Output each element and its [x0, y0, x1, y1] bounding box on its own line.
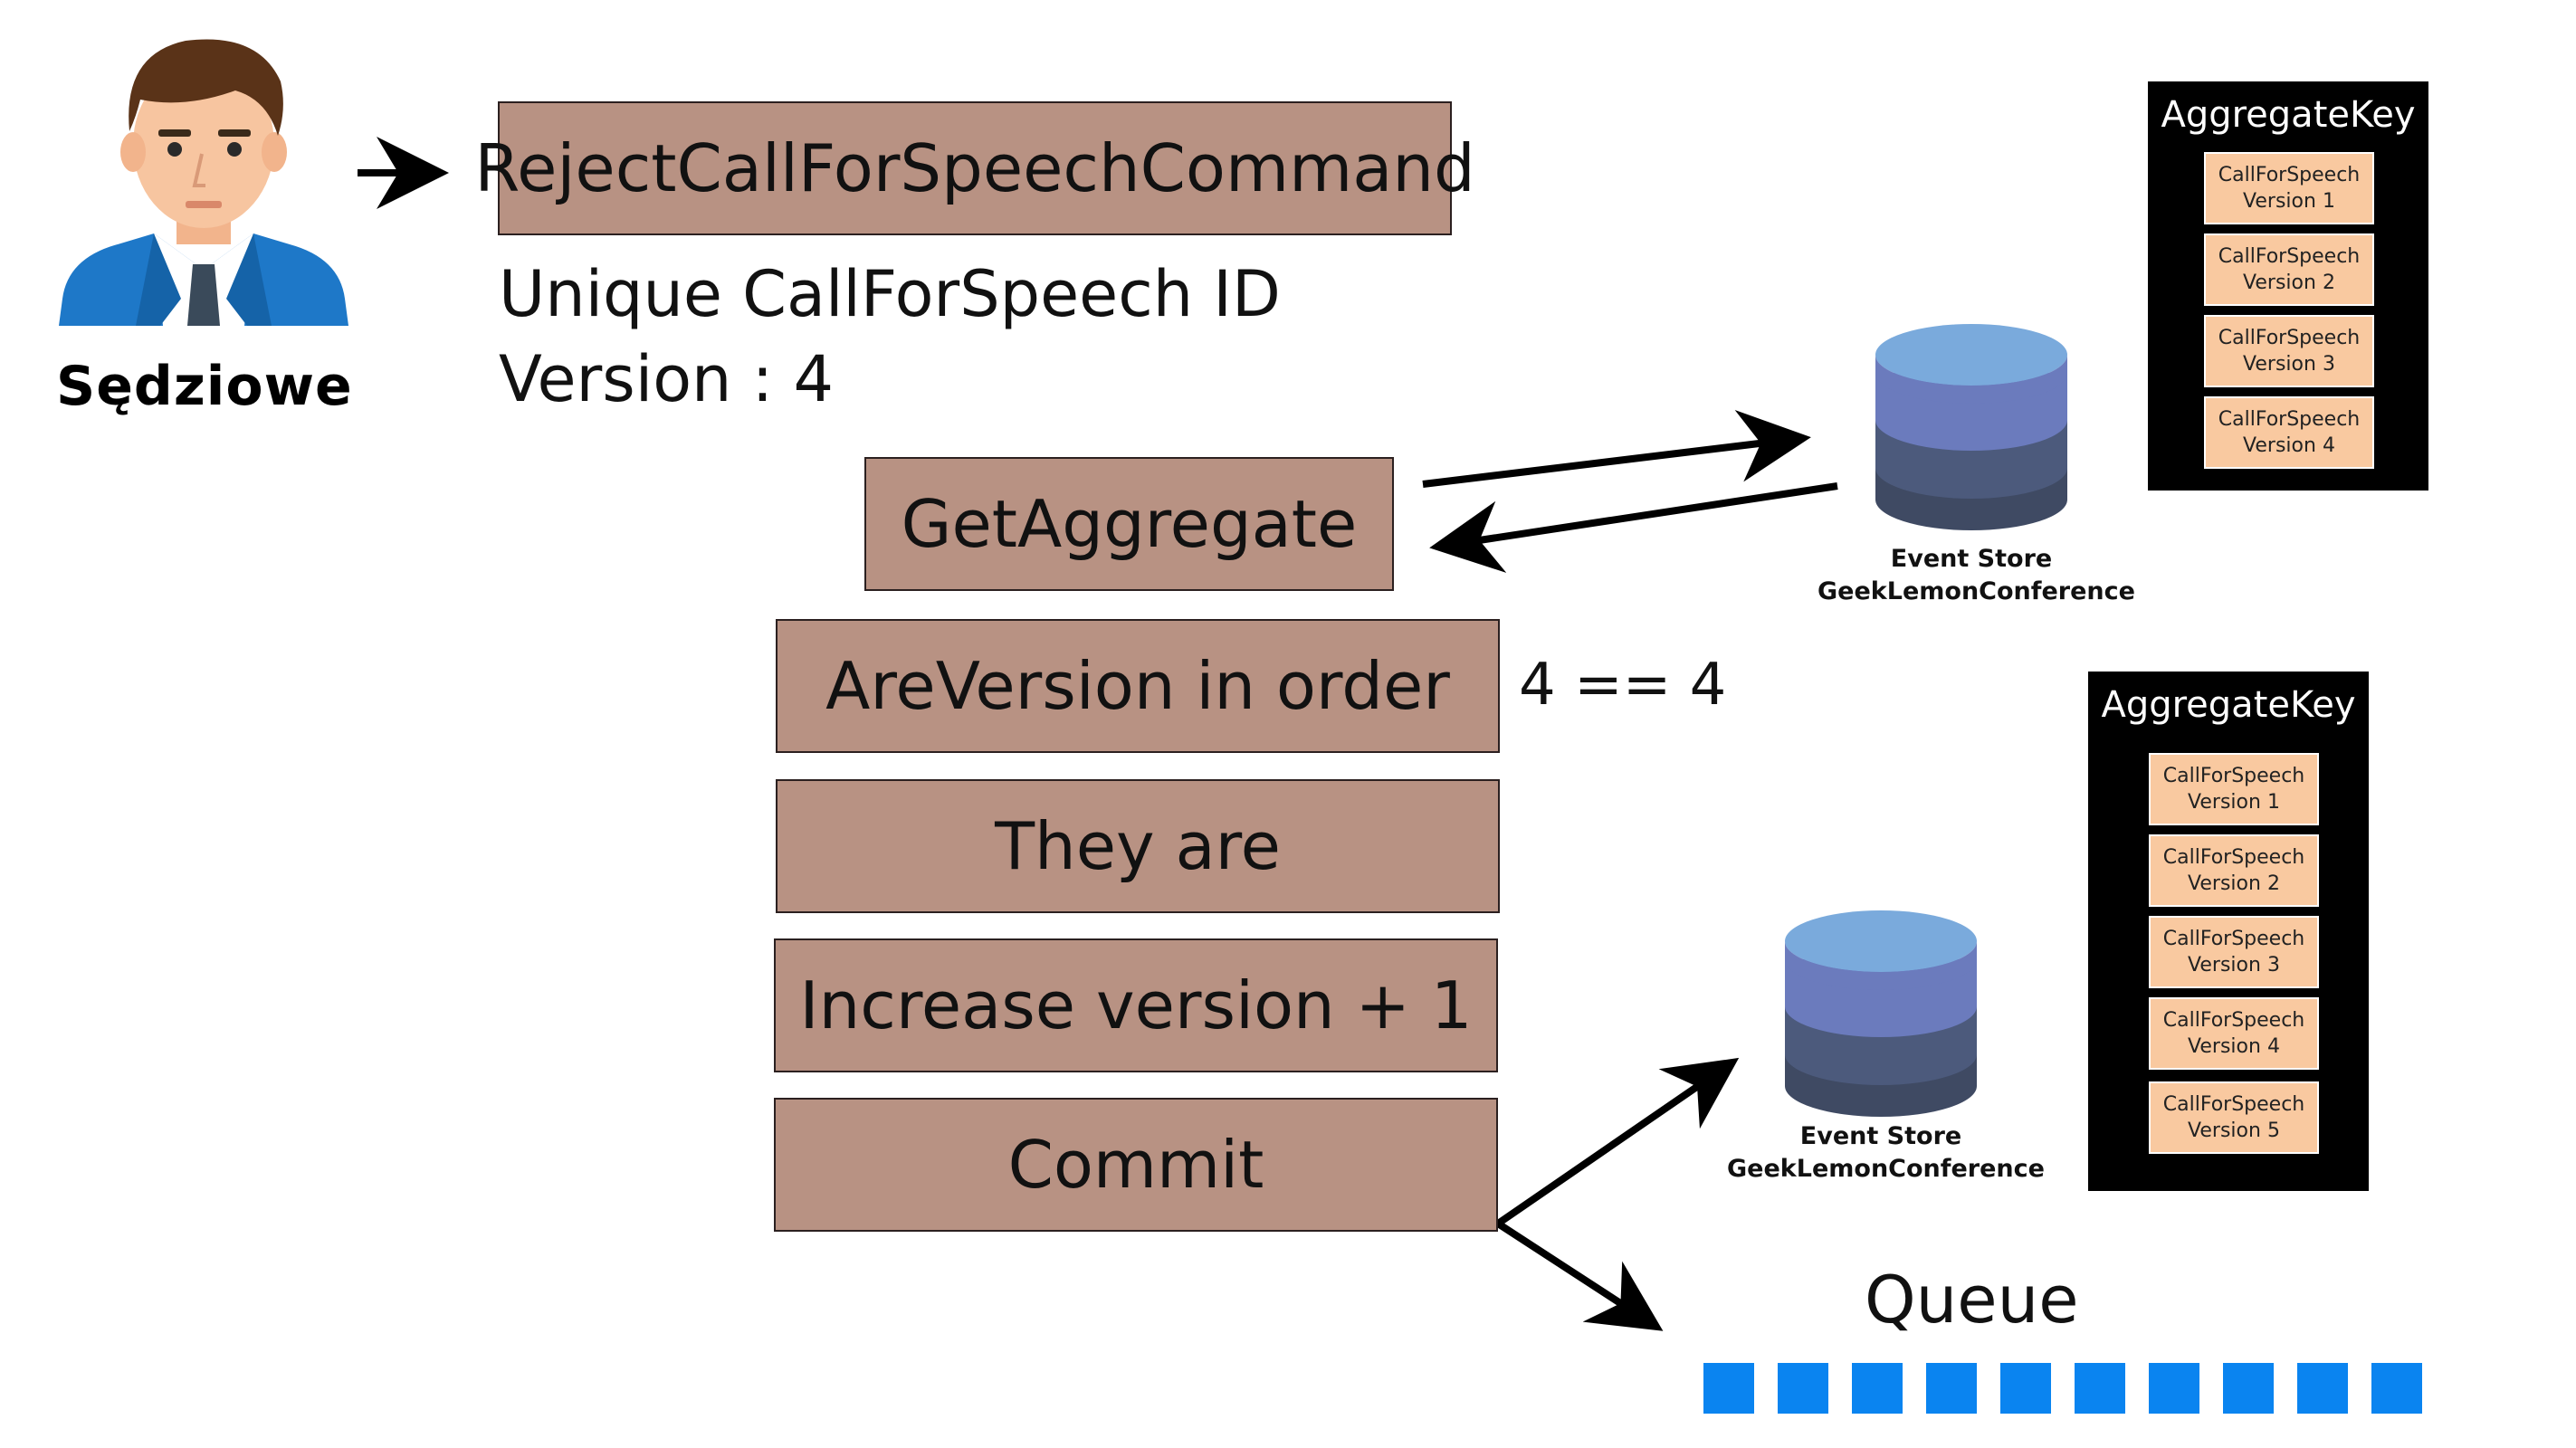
version-name: CallForSpeech: [2218, 245, 2361, 268]
version-number: Version 4: [2188, 1035, 2280, 1058]
event-store-bottom-title: Event Store: [1799, 1122, 1962, 1150]
command-version-text: Version : 4: [499, 342, 835, 416]
commit-arrow-to-store: [1495, 1057, 1740, 1227]
version-name: CallForSpeech: [2162, 1009, 2305, 1032]
queue-block: [1926, 1363, 1977, 1414]
queue-block: [2223, 1363, 2274, 1414]
queue-block: [1852, 1363, 1903, 1414]
event-store-top-label: Event Store GeekLemonConference: [1818, 543, 2135, 608]
queue-block: [2000, 1363, 2051, 1414]
event-store-bottom-icon: [1785, 910, 1977, 1117]
store-arrow-back: [1429, 482, 1838, 573]
get-aggregate-box: GetAggregate: [864, 457, 1394, 591]
queue-block: [2297, 1363, 2348, 1414]
commit-box: Commit: [774, 1098, 1498, 1232]
version-name: CallForSpeech: [2162, 846, 2305, 869]
version-name: CallForSpeech: [2218, 408, 2361, 431]
event-store-top-icon: [1875, 324, 2067, 530]
version-name: CallForSpeech: [2162, 1093, 2305, 1116]
version-number: Version 3: [2188, 954, 2280, 976]
version-name: CallForSpeech: [2162, 765, 2305, 787]
version-name: CallForSpeech: [2162, 928, 2305, 950]
get-arrow-to-store: [1422, 409, 1811, 488]
version-number: Version 2: [2188, 872, 2280, 895]
command-box: RejectCallForSpeechCommand: [474, 101, 1475, 235]
queue-block: [1703, 1363, 1754, 1414]
queue-block: [2149, 1363, 2199, 1414]
queue-block: [2075, 1363, 2125, 1414]
aggregate-top-title: AggregateKey: [2161, 94, 2416, 136]
judge-avatar-icon: [59, 39, 348, 326]
version-number: Version 4: [2243, 434, 2335, 457]
aggregate-top-version-3: CallForSpeech Version 3: [2204, 315, 2374, 387]
version-number: Version 2: [2243, 272, 2335, 294]
aggregate-top-version-2: CallForSpeech Version 2: [2204, 233, 2374, 306]
version-comparison: 4 == 4: [1519, 652, 1727, 719]
aggregate-bottom-version-5: CallForSpeech Version 5: [2149, 1081, 2319, 1154]
aggregate-bottom-version-4: CallForSpeech Version 4: [2149, 997, 2319, 1070]
queue-block: [2371, 1363, 2422, 1414]
actor-name: Sędziowe: [56, 355, 353, 418]
event-store-top-title: Event Store: [1890, 545, 2053, 573]
command-id-text: Unique CallForSpeech ID: [499, 257, 1281, 331]
aggregate-bottom-title: AggregateKey: [2101, 684, 2356, 726]
event-store-top-name: GeekLemonConference: [1818, 577, 2135, 605]
aggregate-top-panel: AggregateKey CallForSpeech Version 1 Cal…: [2148, 81, 2428, 491]
version-number: Version 3: [2243, 353, 2335, 376]
event-store-bottom-label: Event Store GeekLemonConference: [1727, 1120, 2045, 1186]
version-number: Version 1: [2243, 190, 2335, 213]
version-number: Version 1: [2188, 791, 2280, 814]
increase-version-box: Increase version + 1: [774, 938, 1498, 1072]
event-store-bottom-name: GeekLemonConference: [1727, 1155, 2045, 1183]
commit-arrow-to-queue: [1495, 1220, 1664, 1331]
queue-label: Queue: [1865, 1262, 2079, 1338]
aggregate-top-version-4: CallForSpeech Version 4: [2204, 396, 2374, 469]
queue-block: [1778, 1363, 1828, 1414]
are-version-box: AreVersion in order: [776, 619, 1500, 753]
aggregate-top-version-1: CallForSpeech Version 1: [2204, 152, 2374, 224]
aggregate-bottom-version-1: CallForSpeech Version 1: [2149, 753, 2319, 825]
version-name: CallForSpeech: [2218, 164, 2361, 186]
aggregate-bottom-panel: AggregateKey CallForSpeech Version 1 Cal…: [2088, 672, 2369, 1191]
version-name: CallForSpeech: [2218, 327, 2361, 349]
version-number: Version 5: [2188, 1119, 2280, 1142]
aggregate-bottom-version-3: CallForSpeech Version 3: [2149, 916, 2319, 988]
aggregate-bottom-version-2: CallForSpeech Version 2: [2149, 834, 2319, 907]
they-are-box: They are: [776, 779, 1500, 913]
